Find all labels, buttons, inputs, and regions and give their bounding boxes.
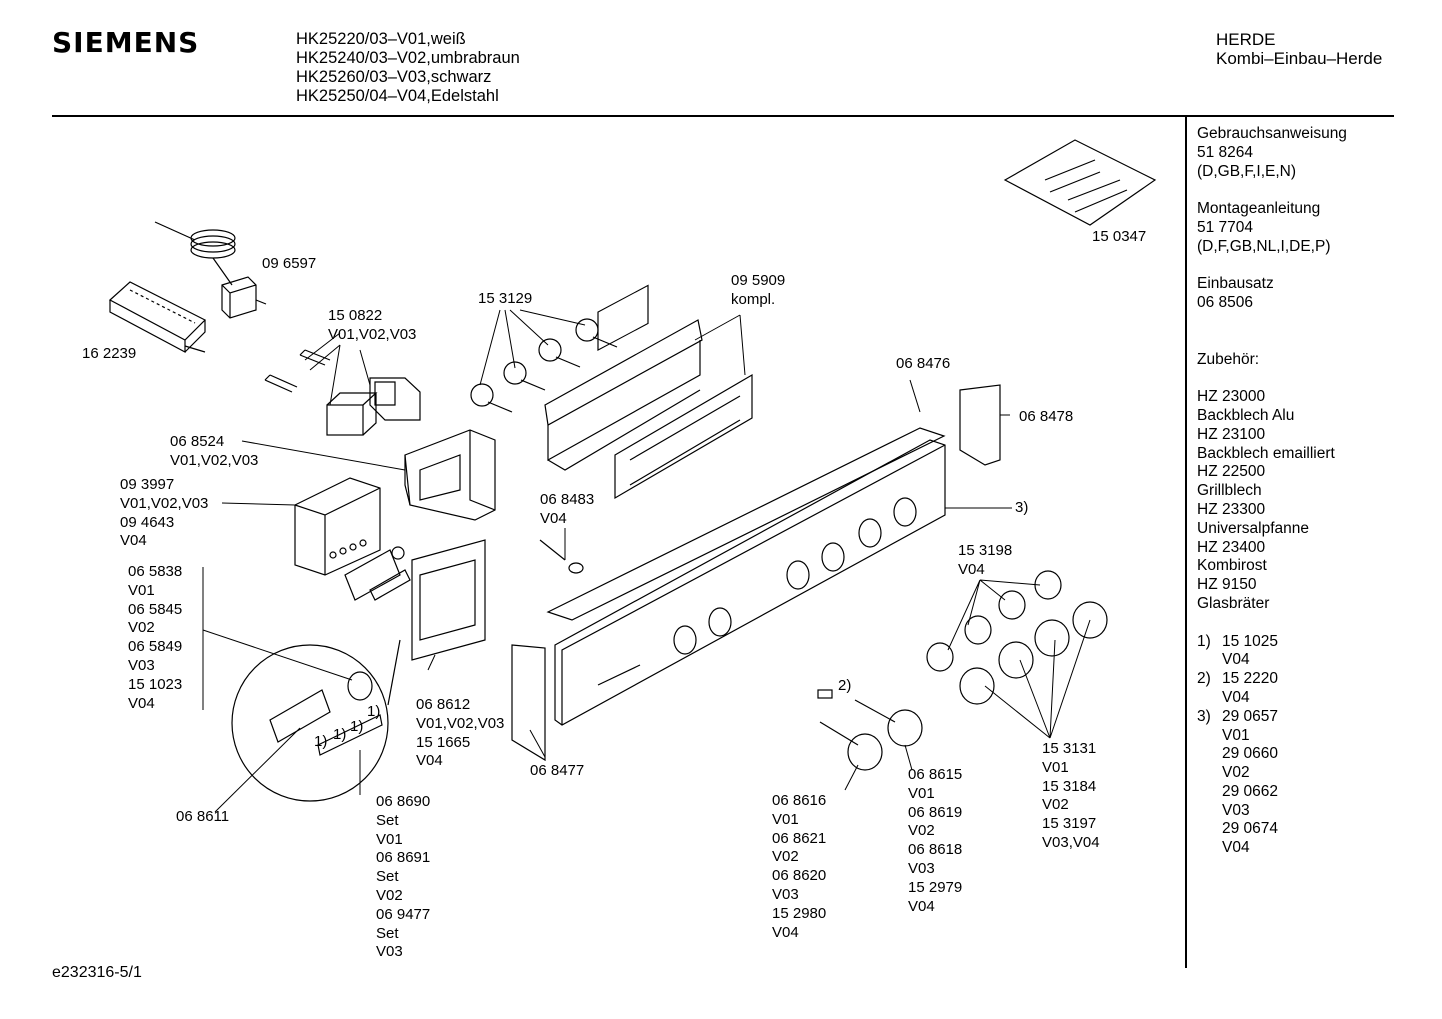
category-title: HERDE [1216, 30, 1276, 49]
control-panel-drawing [546, 284, 946, 726]
knob-rings-drawing [926, 570, 1108, 705]
accessories-heading: Zubehör: [1197, 350, 1260, 368]
side-bracket-drawing [511, 384, 1001, 762]
category-subtitle: Kombi–Einbau–Herde [1216, 49, 1383, 68]
part-label-068477: 06 8477 [530, 762, 585, 779]
doc-manual: Gebrauchsanweisung 51 8264 (D,GB,F,I,E,N… [1197, 125, 1347, 180]
accessories-list: HZ 23000 Backblech Alu HZ 23100 Backblec… [1197, 388, 1335, 612]
model-line: HK25250/04–V04,Edelstahl [296, 87, 499, 105]
control-knobs-drawing [817, 689, 923, 771]
doc-install-kit: Einbausatz 06 8506 [1197, 275, 1274, 312]
part-label-068478: 06 8478 [1019, 408, 1074, 425]
part-label-068476: 06 8476 [896, 355, 951, 372]
model-line: HK25220/03–V01,weiß [296, 30, 466, 48]
sidebar-divider [1185, 116, 1187, 968]
model-line: HK25260/03–V03,schwarz [296, 68, 492, 86]
sidebar: Gebrauchsanweisung 51 8264 (D,GB,F,I,E,N… [1197, 125, 1347, 858]
lamp-socket-drawing [264, 349, 421, 436]
footnote-1: 1)15 1025 [1197, 632, 1279, 650]
product-category: HERDE Kombi–Einbau–Herde [1216, 30, 1382, 68]
footnote-ref-3: 3) [1015, 499, 1029, 516]
leader-lines [202, 309, 1091, 813]
switch-shaft-drawing [470, 318, 618, 413]
header-divider [52, 115, 1394, 117]
part-label-162239: 16 2239 [82, 345, 137, 362]
footnotes: 1)15 1025 V04 2)15 2220 V04 3)29 0657 V0… [1197, 633, 1347, 859]
clock-module-drawing [294, 477, 381, 576]
screw-bag-drawing [1003, 139, 1157, 226]
indicator-lamp-drawing [539, 539, 584, 574]
doc-installation: Montageanleitung 51 7704 (D,F,GB,NL,I,DE… [1197, 200, 1331, 255]
footnote-ref-1d: 1) [367, 703, 381, 720]
footnote-ref-1b: 1) [333, 726, 347, 743]
terminal-block-drawing [108, 281, 207, 353]
model-list: HK25220/03–V01,weiß HK25240/03–V02,umbra… [296, 30, 520, 106]
footnote-ref-1a: 1) [314, 733, 328, 750]
detail-callout-drawing [231, 639, 401, 802]
switch-frame-drawing [544, 319, 753, 500]
part-label-096597: 09 6597 [262, 255, 317, 272]
thermostat-switch-drawing [221, 276, 267, 319]
thermostat-coil-drawing [154, 221, 236, 286]
part-label-068611: 06 8611 [176, 808, 230, 825]
footnote-2: 2)15 2220 [1197, 670, 1279, 688]
model-line: HK25240/03–V02,umbrabraun [296, 49, 520, 67]
brand-logo: SIEMENS [52, 26, 200, 59]
footnote-ref-2: 2) [838, 677, 852, 694]
part-label-153129: 15 3129 [478, 290, 533, 307]
display-frame-drawing [411, 539, 486, 661]
part-label-150347: 15 0347 [1092, 228, 1147, 245]
mounting-bracket-drawing [404, 429, 496, 521]
footnote-ref-1c: 1) [350, 718, 364, 735]
push-buttons-drawing [344, 546, 411, 601]
footnote-3: 3)29 0657 [1197, 707, 1279, 725]
drawing-id: e232316-5/1 [52, 964, 142, 981]
